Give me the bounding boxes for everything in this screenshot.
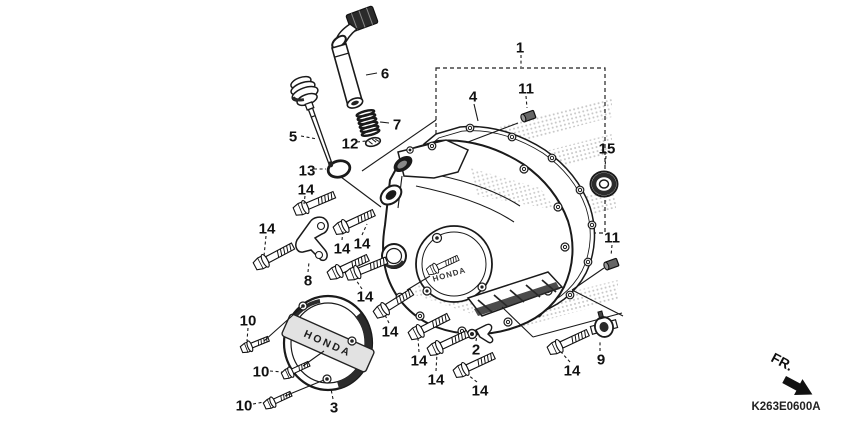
assembly-1-dashed-box — [435, 67, 606, 234]
front-direction-label: FR. — [769, 349, 796, 374]
part-callout-13: 13 — [299, 163, 316, 180]
part-callout-15: 15 — [599, 141, 616, 158]
clamp-drawing — [466, 323, 494, 344]
part-callout-14: 14 — [411, 353, 428, 370]
front-direction-arrow-icon — [782, 375, 813, 395]
dowel-pin-top-drawing — [520, 109, 537, 123]
clutch-dome: HONDA — [415, 225, 493, 303]
part-callout-14: 14 — [298, 182, 315, 199]
dowel-pin-right-drawing — [603, 257, 620, 271]
front-direction-marker: FR. — [769, 349, 813, 395]
part-callout-1: 1 — [516, 40, 524, 57]
part-callout-3: 3 — [330, 400, 338, 417]
part-callout-9: 9 — [597, 352, 605, 369]
diagram-code: K263E0600A — [751, 401, 820, 413]
part-callout-14: 14 — [472, 383, 489, 400]
breather-opening — [393, 155, 413, 173]
part-callout-11: 11 — [518, 81, 534, 98]
outer-cover-drawing: HONDA — [281, 294, 375, 392]
breather-tube-drawing — [331, 5, 379, 109]
cover-top-boss — [397, 139, 469, 179]
part-callout-12: 12 — [342, 136, 359, 153]
clutch-cover-drawing: HONDA — [379, 139, 574, 336]
part-callout-14: 14 — [334, 241, 351, 258]
oil-seal-drawing — [589, 170, 619, 198]
part-callout-11: 11 — [604, 230, 620, 247]
washer-clip-drawing — [364, 136, 382, 148]
spring-drawing — [355, 108, 381, 138]
part-callout-14: 14 — [564, 363, 581, 380]
part-callout-8: 8 — [304, 273, 312, 290]
part-callout-7: 7 — [393, 117, 401, 134]
part-callout-14: 14 — [259, 221, 276, 238]
dipstick-drawing — [290, 75, 334, 168]
part-callout-10: 10 — [253, 364, 270, 381]
part-callout-14: 14 — [354, 236, 371, 253]
part-callout-5: 5 — [289, 129, 297, 146]
part-callout-10: 10 — [240, 313, 257, 330]
oil-filler-neck — [379, 184, 403, 206]
part-callout-14: 14 — [382, 324, 399, 341]
leader-lines-dashed — [246, 55, 613, 405]
bracket-drawing — [295, 216, 329, 262]
leader-lines-solid — [263, 72, 624, 397]
part-callout-6: 6 — [381, 66, 389, 83]
part-callout-14: 14 — [357, 289, 374, 306]
part-callout-10: 10 — [236, 398, 253, 415]
part-callout-14: 14 — [428, 372, 445, 389]
cover-ribbed-section — [466, 271, 564, 317]
part-callout-2: 2 — [472, 342, 480, 359]
o-ring-drawing — [326, 159, 352, 179]
sensor-drawing — [589, 310, 619, 338]
part-callout-4: 4 — [469, 89, 478, 106]
